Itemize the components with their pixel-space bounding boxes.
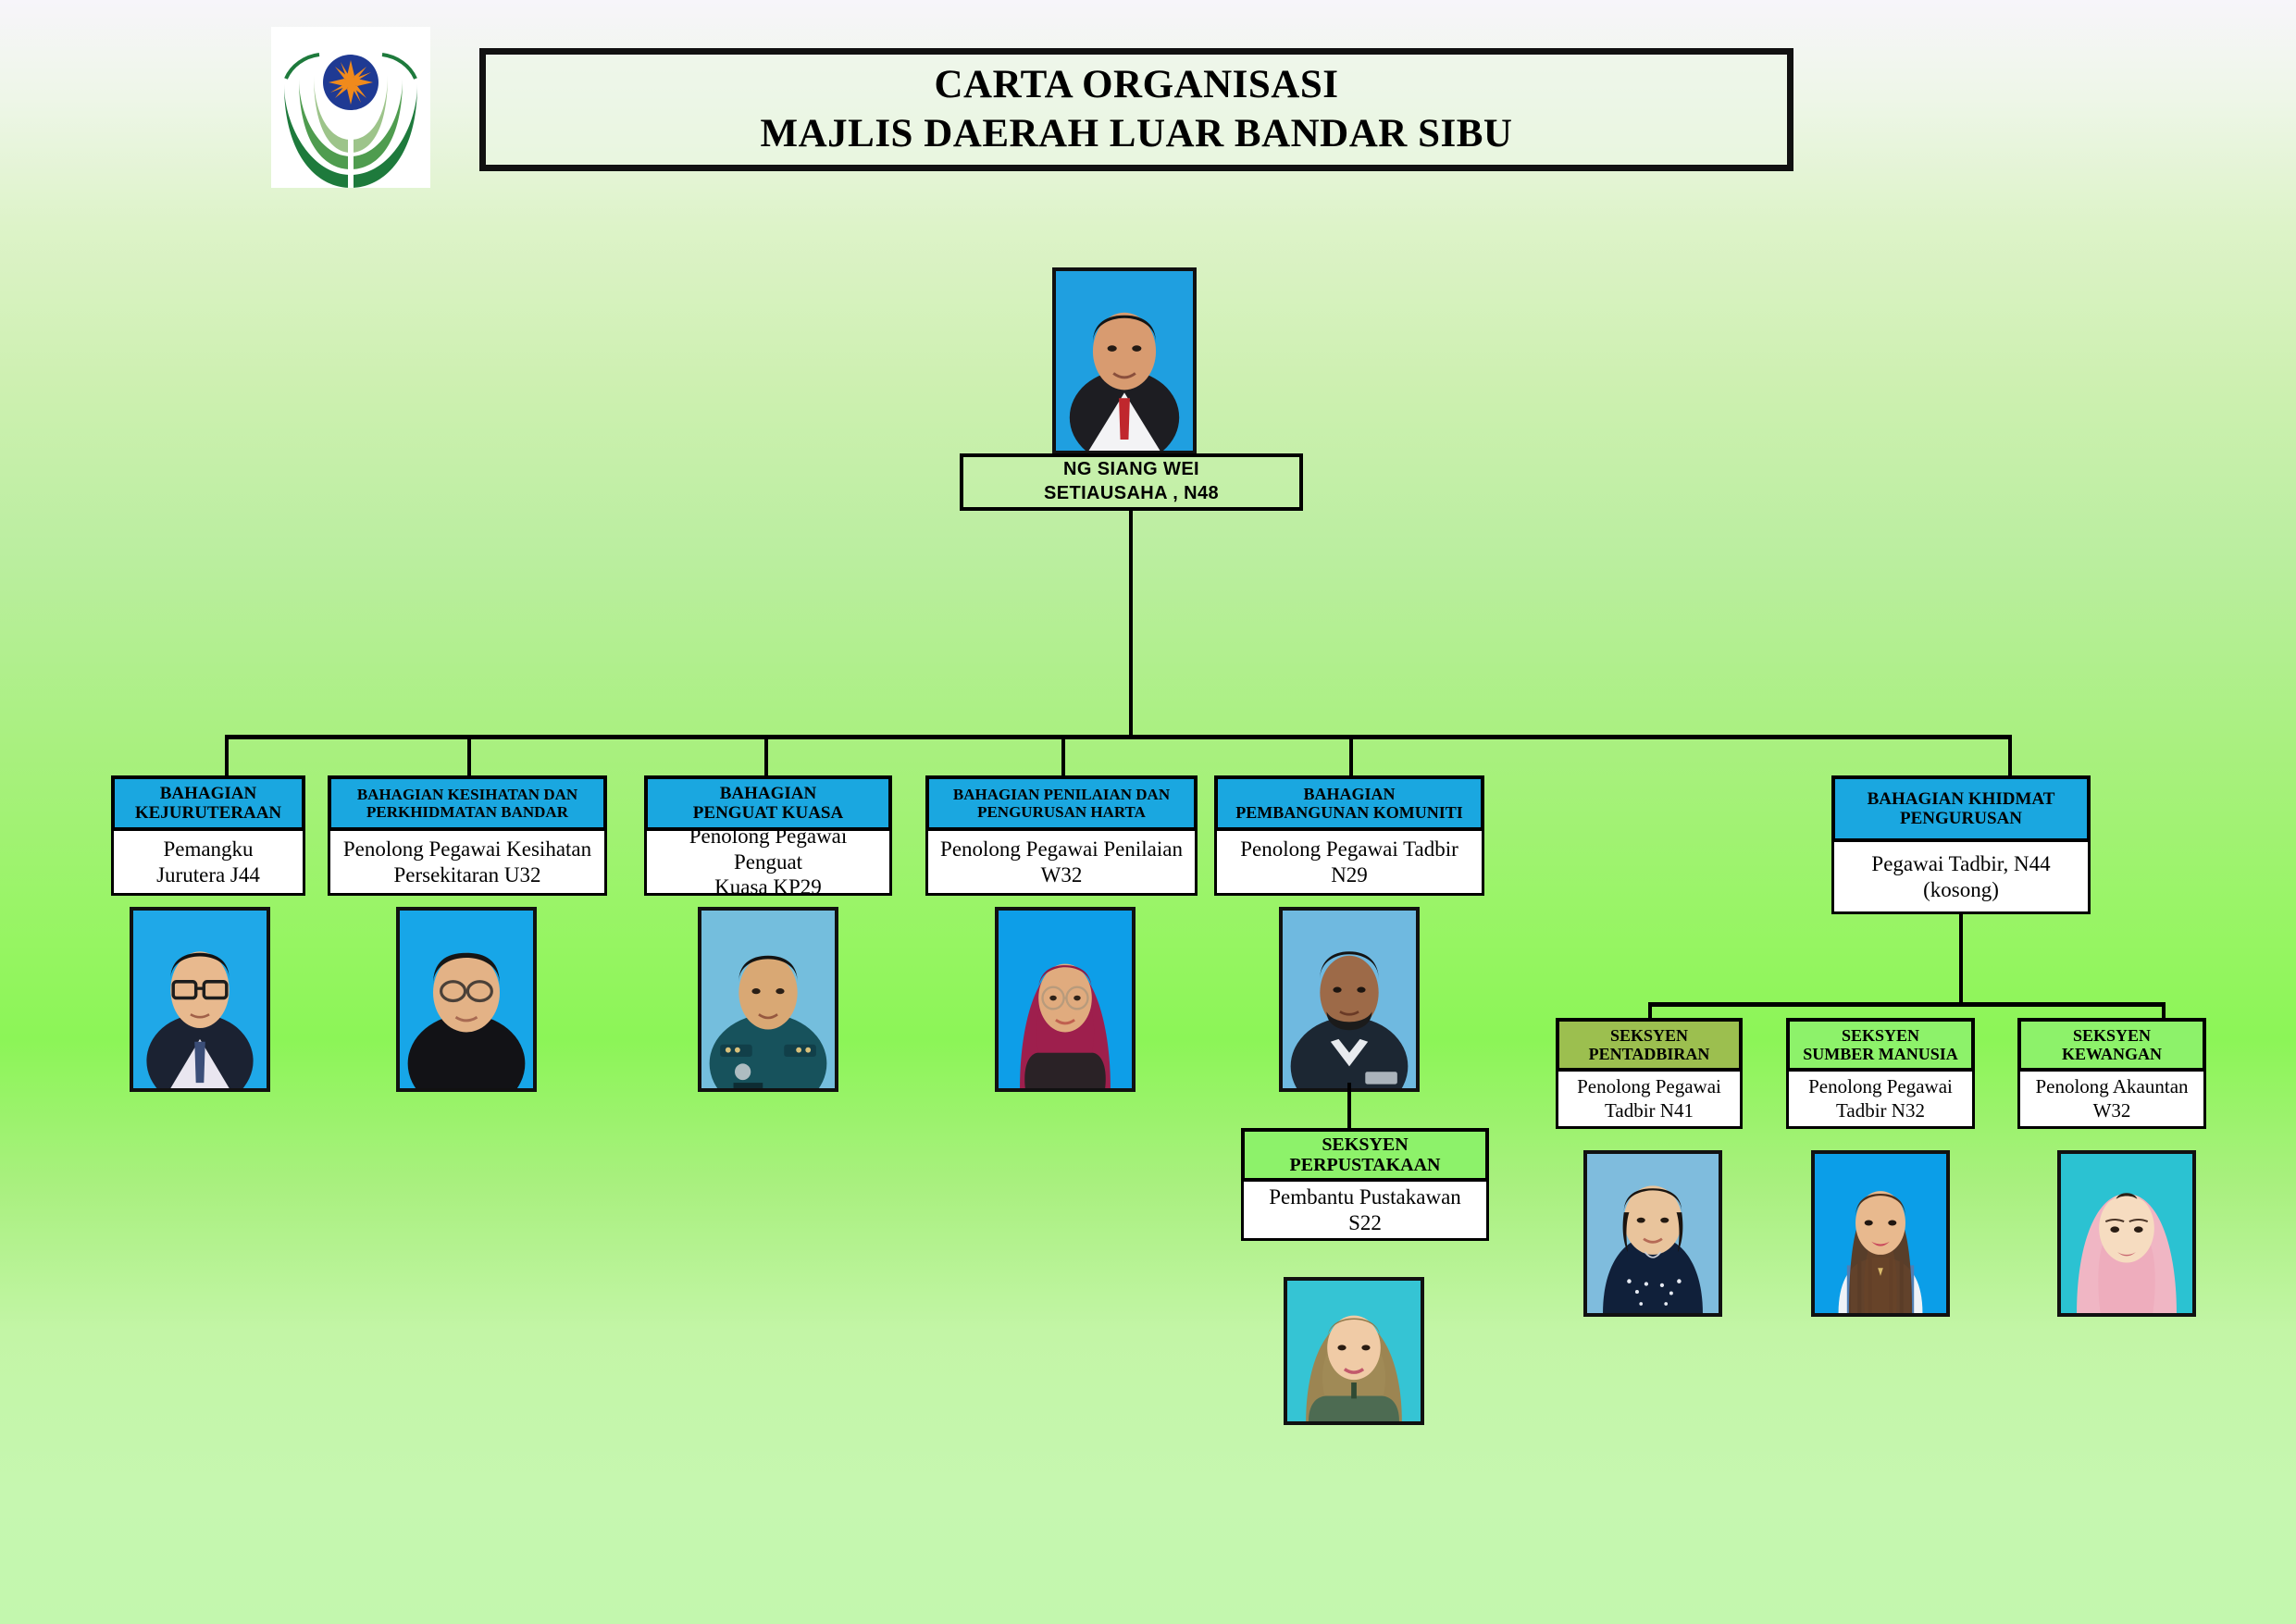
head-bahagian-penilaian: BAHAGIAN PENILAIAN DAN PENGURUSAN HARTA <box>925 775 1198 831</box>
head-line1: BAHAGIAN <box>719 783 817 803</box>
head-line1: SEKSYEN <box>1609 1025 1689 1045</box>
body-line1: Pegawai Tadbir, N44 <box>1871 851 2051 875</box>
body-line1: Penolong Pegawai Penguat <box>689 824 848 874</box>
head-line1: BAHAGIAN KHIDMAT <box>1867 788 2055 809</box>
head-bahagian-kejuruteraan: BAHAGIAN KEJURUTERAAN <box>111 775 305 831</box>
connector-komuniti-to-perpustakaan <box>1347 1083 1351 1129</box>
node-seksyen-perpustakaan[interactable]: SEKSYEN PERPUSTAKAAN Pembantu Pustakawan… <box>1241 1128 1489 1241</box>
photo-secretary <box>1052 267 1197 454</box>
head-line2: SUMBER MANUSIA <box>1803 1045 1958 1063</box>
connector-drop-penilaian <box>1061 735 1065 776</box>
photo-kesihatan <box>396 907 537 1092</box>
body-seksyen-pentadbiran: Penolong Pegawai Tadbir N41 <box>1556 1072 1743 1129</box>
body-seksyen-perpustakaan: Pembantu Pustakawan S22 <box>1241 1182 1489 1241</box>
body-line1: Pemangku <box>163 837 254 861</box>
body-line1: Penolong Pegawai <box>1577 1075 1721 1098</box>
body-bahagian-khidmat-pengurusan: Pegawai Tadbir, N44 (kosong) <box>1831 842 2091 914</box>
body-line2: Persekitaran U32 <box>393 862 541 886</box>
body-bahagian-penguat-kuasa: Penolong Pegawai Penguat Kuasa KP29 <box>644 824 892 899</box>
head-line1: SEKSYEN <box>1322 1134 1409 1155</box>
connector-drop-kejuruteraan <box>225 735 229 776</box>
photo-penguat-kuasa <box>698 907 838 1092</box>
node-seksyen-pentadbiran[interactable]: SEKSYEN PENTADBIRAN Penolong Pegawai Tad… <box>1556 1018 1743 1129</box>
chart-title-box: CARTA ORGANISASI MAJLIS DAERAH LUAR BAND… <box>479 48 1793 171</box>
body-line2: Jurutera J44 <box>156 862 260 886</box>
connector-department-bus <box>225 735 2011 739</box>
body-line2: W32 <box>1040 862 1083 886</box>
head-line1: BAHAGIAN <box>1303 784 1396 803</box>
body-line2: W32 <box>2092 1098 2131 1122</box>
body-seksyen-sumber-manusia: Penolong Pegawai Tadbir N32 <box>1786 1072 1975 1129</box>
node-bahagian-penilaian[interactable]: BAHAGIAN PENILAIAN DAN PENGURUSAN HARTA … <box>925 775 1198 896</box>
head-line1: BAHAGIAN <box>159 783 257 803</box>
node-bahagian-kesihatan[interactable]: BAHAGIAN KESIHATAN DAN PERKHIDMATAN BAND… <box>328 775 607 896</box>
body-line2: Tadbir N32 <box>1836 1098 1925 1122</box>
node-bahagian-kejuruteraan[interactable]: BAHAGIAN KEJURUTERAAN Pemangku Jurutera … <box>111 775 305 896</box>
head-line2: PENGUAT KUASA <box>692 803 844 823</box>
node-secretary[interactable]: NG SIANG WEI SETIAUSAHA , N48 <box>960 453 1303 511</box>
logo-graphic <box>271 27 430 188</box>
head-line2: PERKHIDMATAN BANDAR <box>366 803 568 821</box>
body-seksyen-kewangan: Penolong Akauntan W32 <box>2017 1072 2206 1129</box>
body-line1: Penolong Pegawai <box>1808 1075 1953 1098</box>
photo-pentadbiran <box>1583 1150 1722 1317</box>
node-bahagian-khidmat-pengurusan[interactable]: BAHAGIAN KHIDMAT PENGURUSAN Pegawai Tadb… <box>1831 775 2091 914</box>
photo-sumber-manusia <box>1811 1150 1950 1317</box>
body-line1: Penolong Pegawai Tadbir <box>1240 837 1458 861</box>
head-line1: BAHAGIAN KESIHATAN DAN <box>356 785 578 803</box>
secretary-position: SETIAUSAHA , N48 <box>1043 483 1220 503</box>
connector-drop-khidmat <box>2008 735 2012 776</box>
photo-kewangan <box>2057 1150 2196 1317</box>
head-line2: KEJURUTERAAN <box>134 803 282 823</box>
body-line2: S22 <box>1348 1210 1382 1234</box>
head-line1: BAHAGIAN PENILAIAN DAN <box>952 785 1171 803</box>
node-seksyen-kewangan[interactable]: SEKSYEN KEWANGAN Penolong Akauntan W32 <box>2017 1018 2206 1129</box>
body-bahagian-penilaian: Penolong Pegawai Penilaian W32 <box>925 831 1198 896</box>
head-seksyen-kewangan: SEKSYEN KEWANGAN <box>2017 1018 2206 1072</box>
head-seksyen-sumber-manusia: SEKSYEN SUMBER MANUSIA <box>1786 1018 1975 1072</box>
node-bahagian-komuniti[interactable]: BAHAGIAN PEMBANGUNAN KOMUNITI Penolong P… <box>1214 775 1484 896</box>
body-bahagian-komuniti: Penolong Pegawai Tadbir N29 <box>1214 831 1484 896</box>
head-line2: PENTADBIRAN <box>1588 1045 1710 1063</box>
body-line2: N29 <box>1331 862 1368 886</box>
body-line1: Penolong Pegawai Kesihatan <box>342 837 592 861</box>
connector-drop-penguat-kuasa <box>764 735 768 776</box>
head-line2: PERPUSTAKAAN <box>1289 1155 1441 1175</box>
body-line1: Penolong Pegawai Penilaian <box>940 837 1183 861</box>
head-seksyen-perpustakaan: SEKSYEN PERPUSTAKAAN <box>1241 1128 1489 1182</box>
head-bahagian-kesihatan: BAHAGIAN KESIHATAN DAN PERKHIDMATAN BAND… <box>328 775 607 831</box>
head-line2: PENGURUSAN HARTA <box>977 803 1146 821</box>
head-bahagian-penguat-kuasa: BAHAGIAN PENGUAT KUASA <box>644 775 892 831</box>
head-line2: KEWANGAN <box>2061 1045 2162 1063</box>
body-line2: (kosong) <box>1923 877 1999 901</box>
secretary-name: NG SIANG WEI <box>1062 459 1200 480</box>
body-line1: Pembantu Pustakawan <box>1269 1184 1461 1209</box>
connector-drop-komuniti <box>1349 735 1353 776</box>
body-bahagian-kejuruteraan: Pemangku Jurutera J44 <box>111 831 305 896</box>
head-line2: PENGURUSAN <box>1900 809 2022 828</box>
connector-drop-kesihatan <box>467 735 471 776</box>
body-line2: Kuasa KP29 <box>714 875 822 899</box>
head-bahagian-komuniti: BAHAGIAN PEMBANGUNAN KOMUNITI <box>1214 775 1484 831</box>
head-line1: SEKSYEN <box>2072 1025 2152 1045</box>
chart-title-line2: MAJLIS DAERAH LUAR BANDAR SIBU <box>760 111 1513 155</box>
node-bahagian-penguat-kuasa[interactable]: BAHAGIAN PENGUAT KUASA Penolong Pegawai … <box>644 775 892 899</box>
photo-pustakawan <box>1284 1277 1424 1425</box>
photo-penilaian <box>995 907 1136 1092</box>
head-line2: PEMBANGUNAN KOMUNITI <box>1235 803 1463 822</box>
connector-secretary-down <box>1129 511 1133 738</box>
connector-seksyen-bus <box>1648 1002 2166 1007</box>
body-line1: Penolong Akauntan <box>2035 1075 2189 1098</box>
organisation-logo <box>271 27 430 188</box>
node-seksyen-sumber-manusia[interactable]: SEKSYEN SUMBER MANUSIA Penolong Pegawai … <box>1786 1018 1975 1129</box>
photo-komuniti <box>1279 907 1420 1092</box>
head-line1: SEKSYEN <box>1841 1025 1920 1045</box>
head-seksyen-pentadbiran: SEKSYEN PENTADBIRAN <box>1556 1018 1743 1072</box>
body-line2: Tadbir N41 <box>1605 1098 1694 1122</box>
chart-title-line1: CARTA ORGANISASI <box>934 63 1339 107</box>
body-bahagian-kesihatan: Penolong Pegawai Kesihatan Persekitaran … <box>328 831 607 896</box>
photo-jurutera <box>130 907 270 1092</box>
connector-khidmat-down <box>1959 914 1963 1005</box>
head-bahagian-khidmat-pengurusan: BAHAGIAN KHIDMAT PENGURUSAN <box>1831 775 2091 842</box>
